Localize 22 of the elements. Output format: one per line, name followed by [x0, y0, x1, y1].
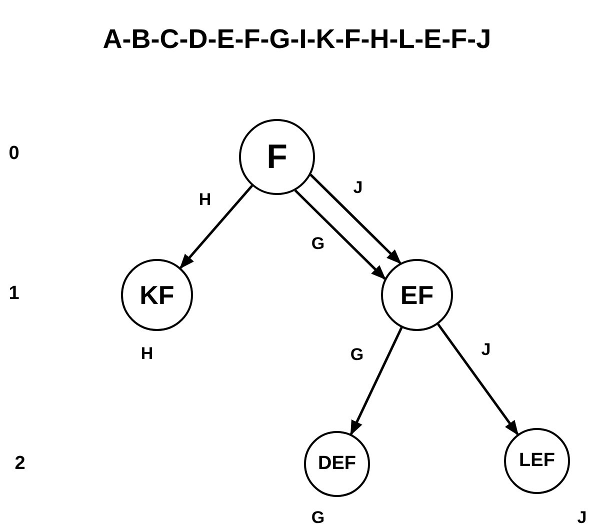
arrow [180, 184, 254, 269]
node-caption: J [577, 508, 587, 528]
arrow [350, 326, 403, 436]
edge-label: J [481, 340, 491, 360]
level-number: 0 [8, 143, 20, 165]
node-label: EF [400, 280, 434, 310]
edge-label: J [353, 178, 363, 198]
edge-label: H [198, 190, 212, 210]
node-caption: H [140, 344, 154, 364]
arrow [294, 190, 386, 280]
edge-label: G [311, 234, 325, 254]
node-label: F [266, 138, 288, 176]
node-caption: G [311, 508, 325, 528]
arrow [310, 174, 402, 264]
level-number: 1 [8, 283, 20, 305]
node-label: KF [140, 280, 174, 310]
node-label: DEF [318, 453, 356, 475]
title: A-B-C-D-E-F-G-I-K-F-H-L-E-F-J [102, 24, 492, 55]
edge-label: G [350, 345, 364, 365]
level-number: 2 [14, 453, 26, 475]
state-circle [381, 259, 453, 331]
node-label: LEF [519, 450, 555, 472]
